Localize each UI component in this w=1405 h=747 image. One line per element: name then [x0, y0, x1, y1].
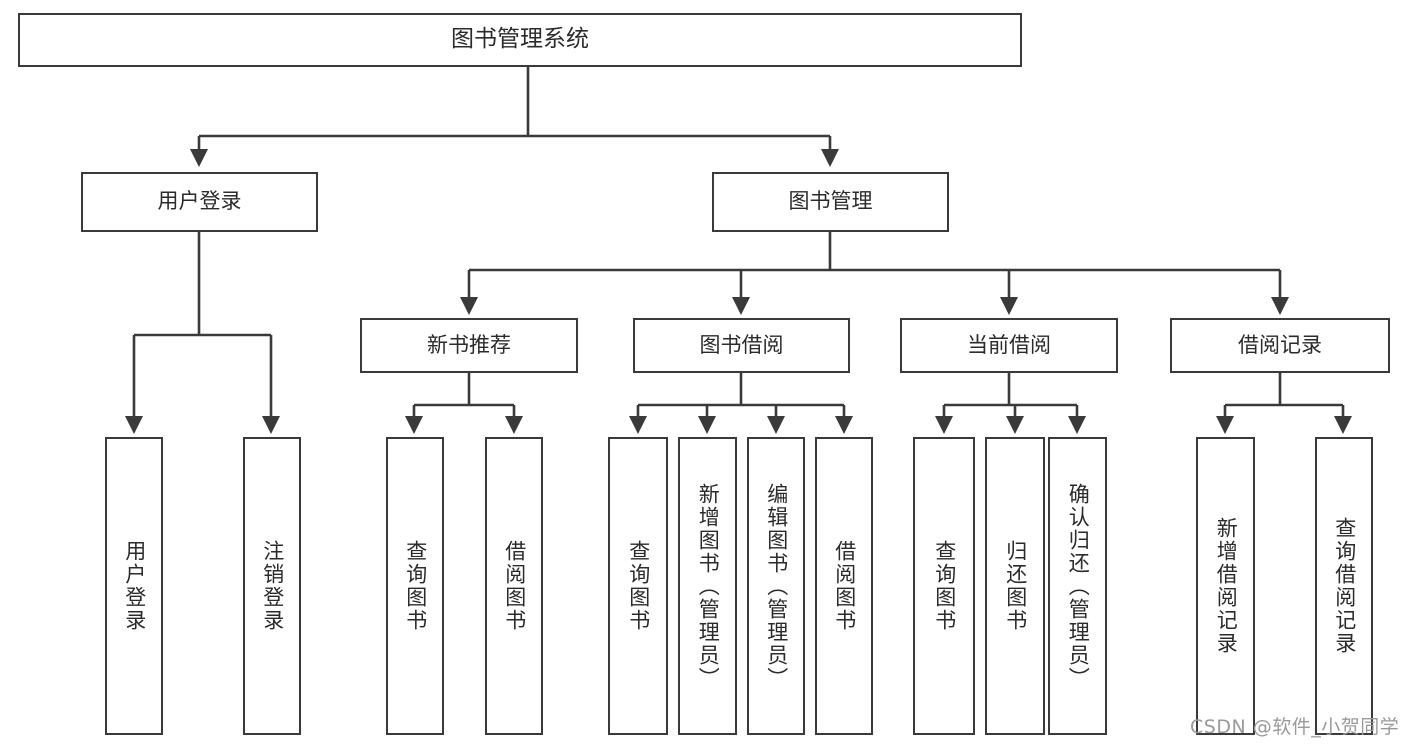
leaf-new-book-query-book[interactable]: 查询图书	[386, 437, 444, 735]
node-book-borrow[interactable]: 图书借阅	[633, 318, 850, 373]
node-new-book-recommend[interactable]: 新书推荐	[360, 318, 578, 373]
leaf-book-borrow-borrow-book[interactable]: 借阅图书	[815, 437, 873, 735]
node-book-management[interactable]: 图书管理	[712, 172, 949, 232]
leaf-borrow-record-add-record[interactable]: 新增借阅记录	[1196, 437, 1255, 735]
leaf-user-login-logout[interactable]: 注销登录	[243, 437, 301, 735]
leaf-current-borrow-query-book[interactable]: 查询图书	[913, 437, 975, 735]
leaf-book-borrow-add-book-admin[interactable]: 新增图书（管理员）	[678, 437, 737, 735]
leaf-borrow-record-query-record[interactable]: 查询借阅记录	[1315, 437, 1373, 735]
leaf-current-borrow-return-book[interactable]: 归还图书	[985, 437, 1045, 735]
leaf-user-login-login[interactable]: 用户登录	[105, 437, 163, 735]
leaf-current-borrow-confirm-return-admin[interactable]: 确认归还（管理员）	[1048, 437, 1107, 735]
leaf-book-borrow-edit-book-admin[interactable]: 编辑图书（管理员）	[747, 437, 805, 735]
leaf-new-book-borrow-book[interactable]: 借阅图书	[485, 437, 543, 735]
leaf-book-borrow-query-book[interactable]: 查询图书	[608, 437, 668, 735]
watermark-text: CSDN @软件_小贺同学	[1190, 716, 1400, 738]
node-user-login[interactable]: 用户登录	[81, 172, 318, 232]
node-current-borrow[interactable]: 当前借阅	[900, 318, 1118, 373]
node-borrow-record[interactable]: 借阅记录	[1170, 318, 1390, 373]
node-root-library-system[interactable]: 图书管理系统	[18, 13, 1022, 67]
